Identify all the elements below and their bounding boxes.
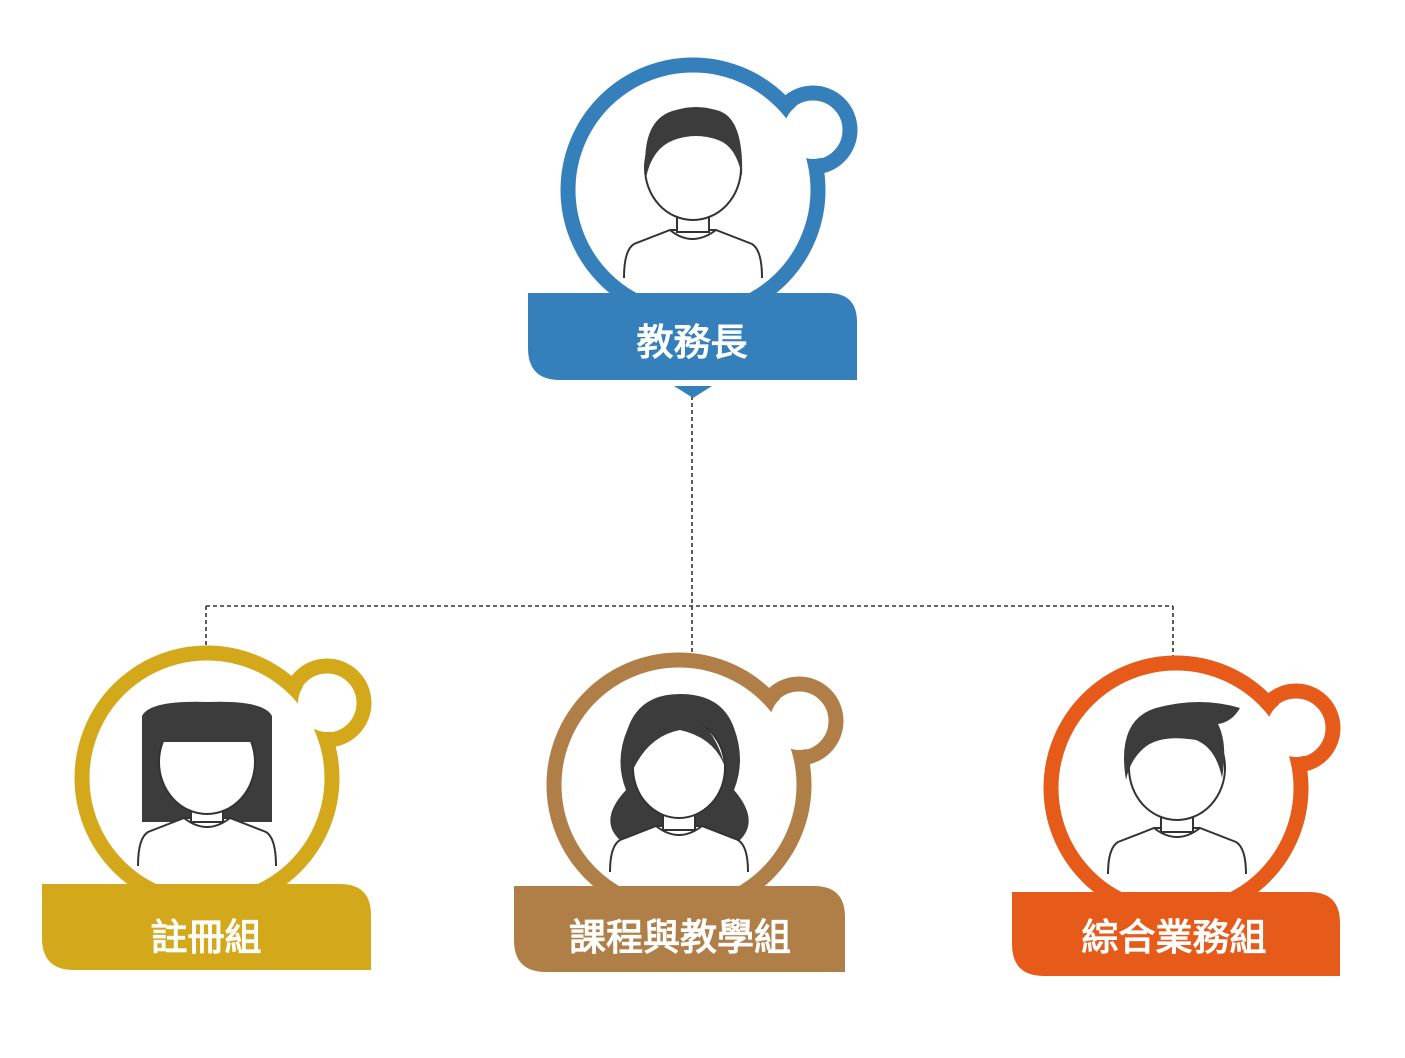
node-curriculum: 課程與教學組 [514, 652, 845, 972]
side-swept-hair-person-icon [1107, 702, 1247, 875]
label-tab [1012, 892, 1340, 976]
root-label: 教務長 [637, 321, 749, 364]
registration-label: 註冊組 [151, 916, 262, 959]
avatar-bubble-small-fill [298, 674, 356, 732]
label-tab [42, 884, 371, 970]
avatar-bubble-small-fill [784, 101, 842, 159]
curriculum-label: 課程與教學組 [569, 916, 791, 959]
label-tab [514, 886, 845, 972]
connector-arrow-icon [674, 386, 712, 398]
connector-lines [205, 396, 1174, 668]
node-registration: 註冊組 [42, 645, 372, 970]
node-general-affairs: 綜合業務組 [1012, 655, 1341, 976]
avatar-bubble-small-fill [1267, 699, 1325, 757]
avatar-bubble-small-fill [770, 692, 828, 750]
node-root: 教務長 [528, 57, 858, 398]
label-tab [528, 293, 857, 380]
short-hair-person-icon [623, 107, 763, 279]
long-wavy-hair-person-icon [609, 694, 749, 873]
bob-hair-person-icon [137, 701, 277, 867]
general-affairs-label: 綜合業務組 [1082, 916, 1267, 959]
